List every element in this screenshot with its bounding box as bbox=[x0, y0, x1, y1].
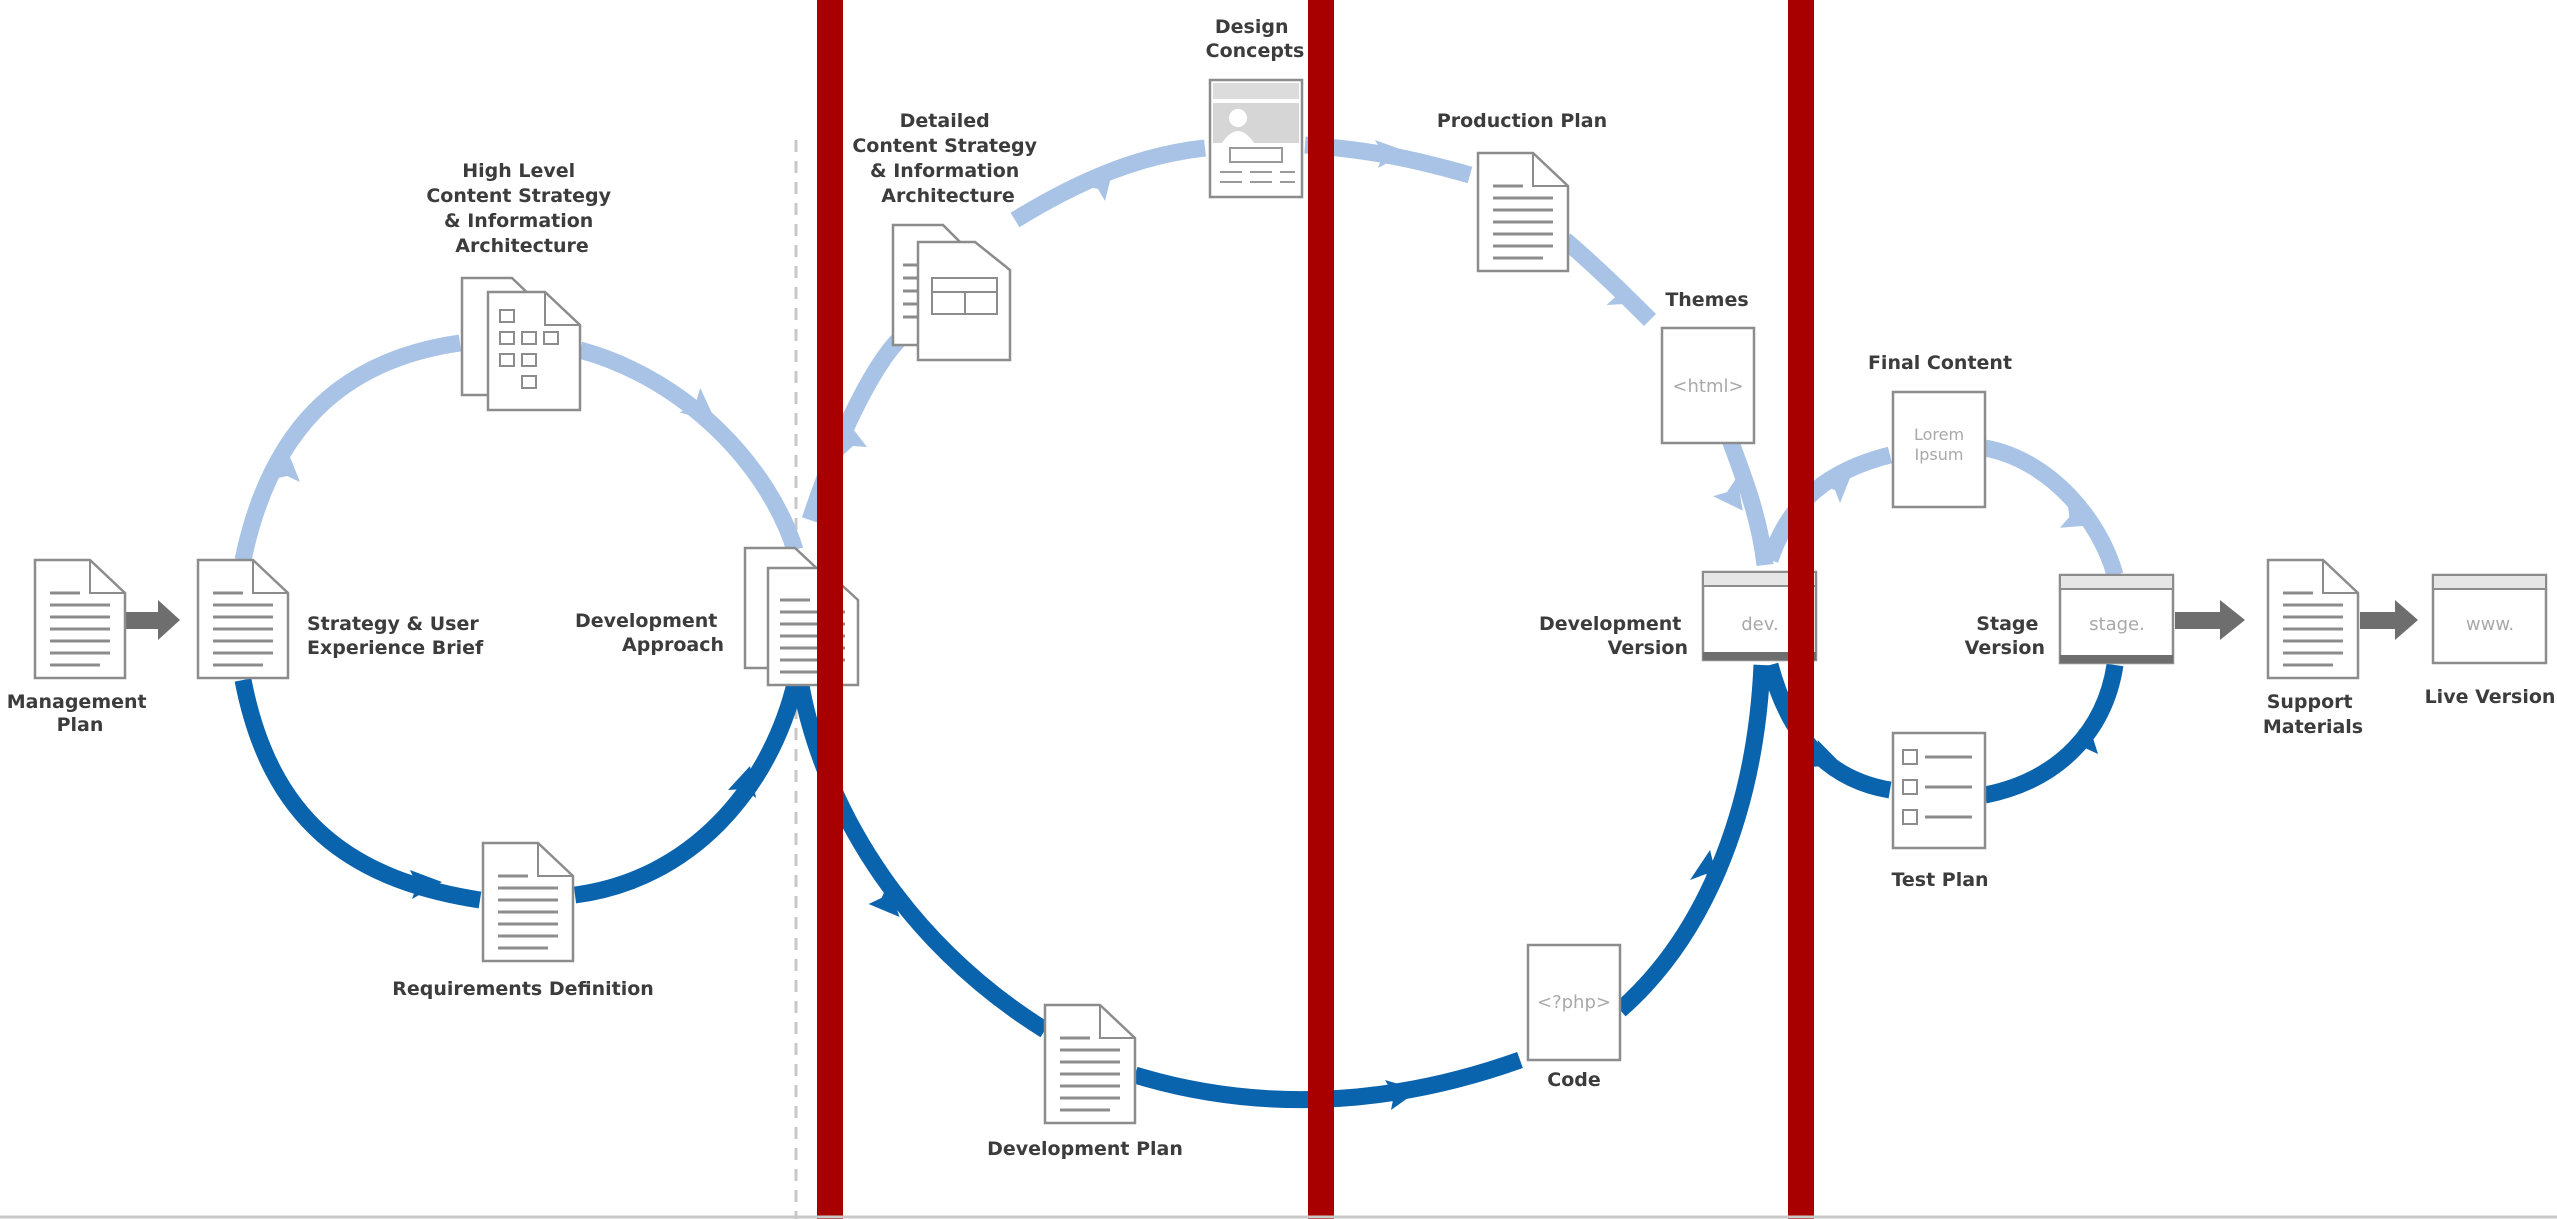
label-strategy-brief: Strategy & User Experience Brief bbox=[307, 613, 485, 659]
label-stage-version: Stage Version bbox=[1965, 613, 2045, 659]
label-high-level-ia: High Level Content Strategy & Informatio… bbox=[426, 160, 617, 257]
arc-final-to-stage bbox=[1983, 439, 2124, 578]
document-support-materials bbox=[2266, 558, 2360, 680]
lorem-text: Lorem bbox=[1914, 425, 1964, 444]
arc-themes-to-devversion bbox=[1722, 437, 1774, 566]
document-themes: <html> bbox=[1660, 326, 1756, 445]
label-test-plan: Test Plan bbox=[1891, 869, 1988, 891]
label-final-content: Final Content bbox=[1868, 352, 2012, 374]
arc-test-to-stage bbox=[1983, 663, 2124, 804]
label-support-materials: Support Materials bbox=[2263, 691, 2363, 738]
strategy-cycle bbox=[234, 334, 805, 909]
arc-code-to-devversion bbox=[1614, 664, 1771, 1017]
label-development-plan: Development Plan bbox=[987, 1138, 1183, 1160]
code-php-text: <?php> bbox=[1537, 992, 1611, 1013]
arc-brief-to-reqdef bbox=[234, 678, 482, 909]
document-high-level-ia bbox=[460, 276, 582, 412]
document-code: <?php> bbox=[1526, 943, 1622, 1062]
document-development-plan bbox=[1043, 1003, 1137, 1125]
red-divider-3 bbox=[1788, 0, 1814, 1219]
arc-devversion-to-test bbox=[1761, 662, 1892, 799]
document-design-concepts bbox=[1208, 78, 1304, 199]
live-url-text: www. bbox=[2466, 614, 2514, 635]
label-detailed-ia: Detailed Content Strategy & Information … bbox=[852, 110, 1043, 207]
document-strategy-brief bbox=[196, 558, 290, 680]
document-development-approach bbox=[743, 546, 860, 687]
label-design-concepts: Design Concepts bbox=[1206, 16, 1305, 62]
arc-production-to-themes bbox=[1559, 233, 1657, 327]
red-divider-1 bbox=[817, 0, 843, 1219]
label-requirements-definition: Requirements Definition bbox=[392, 978, 654, 1000]
dev-url-text: dev. bbox=[1741, 614, 1778, 635]
document-test-plan bbox=[1891, 731, 1987, 850]
arc-reqdef-to-devapproach bbox=[573, 678, 805, 904]
document-live-version: www. bbox=[2431, 573, 2548, 665]
arc-devversion-to-final bbox=[1761, 446, 1893, 563]
release-cycle bbox=[1761, 439, 2124, 804]
gray-connectors bbox=[126, 600, 2418, 640]
label-themes: Themes bbox=[1665, 289, 1748, 311]
document-requirements-definition bbox=[481, 841, 575, 963]
arc-brief-to-hlia bbox=[234, 334, 462, 562]
document-detailed-ia bbox=[891, 223, 1012, 362]
arc-detailed-to-design bbox=[1010, 139, 1206, 228]
arc-hlia-to-devapproach bbox=[577, 341, 804, 553]
label-management-plan: Management Plan bbox=[7, 691, 153, 736]
label-development-version: Development Version bbox=[1539, 613, 1688, 659]
red-divider-2 bbox=[1308, 0, 1334, 1219]
ipsum-text: Ipsum bbox=[1915, 445, 1964, 464]
label-development-approach: Development Approach bbox=[575, 610, 724, 656]
label-live-version: Live Version bbox=[2425, 686, 2556, 708]
stage-url-text: stage. bbox=[2089, 614, 2145, 635]
label-production-plan: Production Plan bbox=[1437, 110, 1607, 132]
themes-html-text: <html> bbox=[1672, 376, 1743, 397]
document-final-content: Lorem Ipsum bbox=[1891, 390, 1987, 509]
arc-devapproach-to-devplan bbox=[791, 678, 1050, 1038]
label-code: Code bbox=[1547, 1069, 1600, 1091]
document-management-plan bbox=[33, 558, 127, 680]
document-production-plan bbox=[1476, 151, 1570, 273]
document-stage-version: stage. bbox=[2058, 573, 2175, 665]
